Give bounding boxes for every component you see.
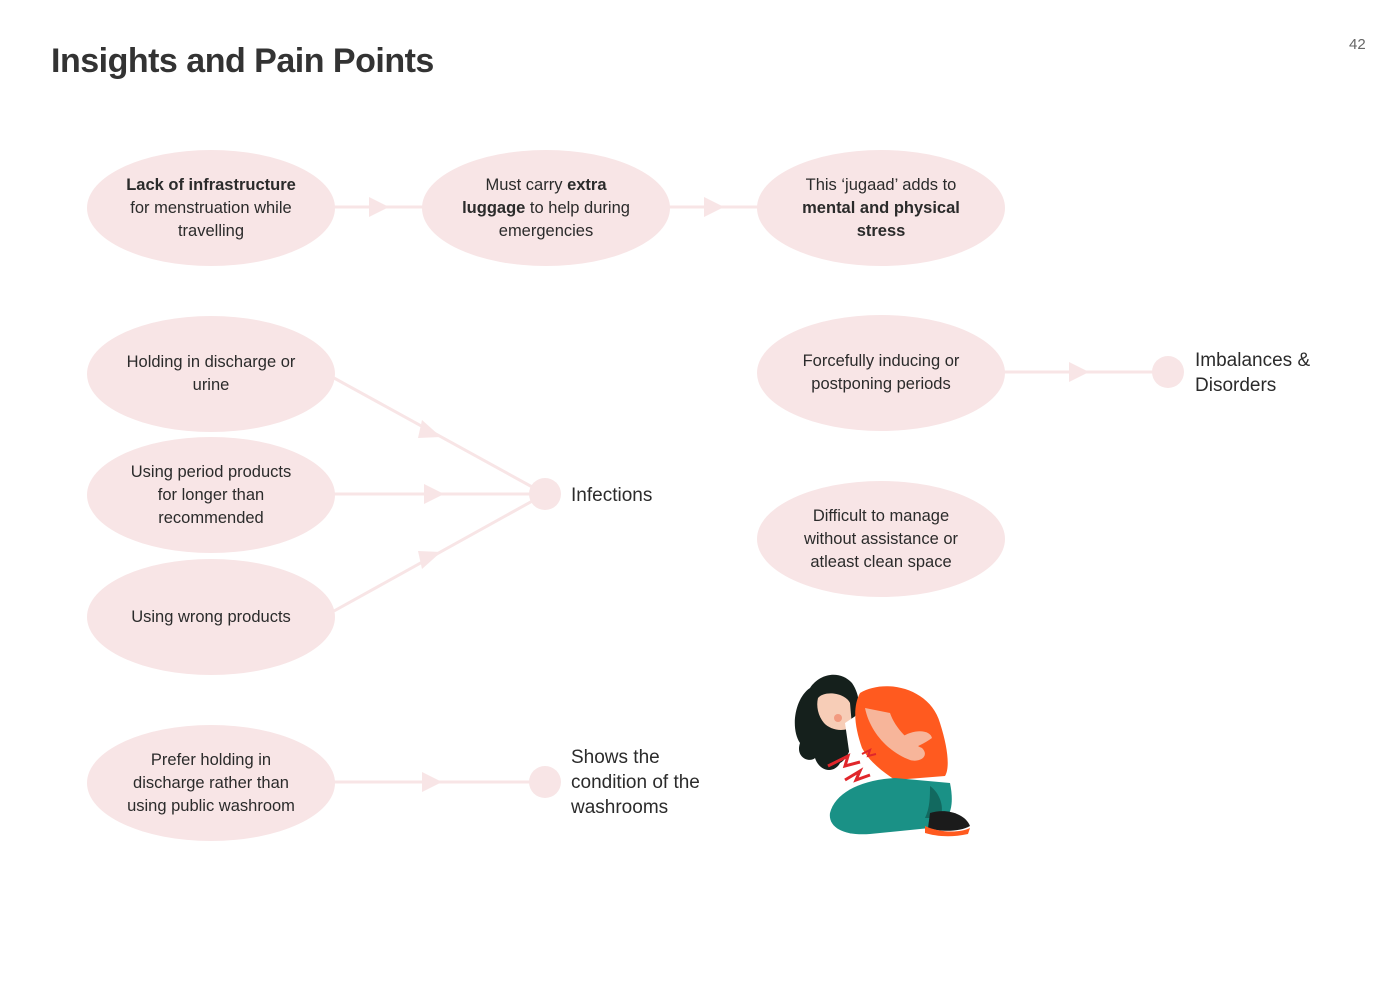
node-text-lead: Must carry: [485, 175, 568, 194]
node-text-rest: to help during emergencies: [498, 198, 630, 240]
node-prefer-holding: Prefer holding in discharge rather than …: [87, 725, 335, 841]
node-text: Must carry extra luggage to help during …: [456, 174, 636, 243]
node-holding-discharge: Holding in discharge or urine: [87, 316, 335, 432]
outcome-imbalances: Imbalances & Disorders: [1195, 350, 1311, 396]
node-text-rest: for menstruation while travelling: [130, 198, 292, 240]
sock-shape: [925, 826, 970, 837]
outcome-dot-washrooms: [529, 766, 561, 798]
outcome-infections: Infections: [571, 485, 653, 506]
face-shape: [817, 693, 852, 730]
cheek-shape: [834, 714, 842, 722]
node-wrong-products: Using wrong products: [87, 559, 335, 675]
page-title: Insights and Pain Points: [51, 42, 434, 80]
arrowhead-icon: [422, 772, 442, 792]
node-difficult-to-manage: Difficult to manage without assistance o…: [757, 481, 1005, 597]
node-text: Using wrong products: [131, 607, 291, 626]
woman-kneeling-with-cramps-icon: [794, 674, 970, 837]
node-text: Forcefully inducing or postponing period…: [802, 352, 960, 393]
node-lack-of-infrastructure: Lack of infrastructure for menstruation …: [87, 150, 335, 266]
node-text: Difficult to manage without assistance o…: [803, 506, 959, 571]
pants-shade: [925, 786, 942, 818]
pain-mark-icon: [861, 748, 877, 758]
arrowhead-icon: [418, 551, 441, 569]
outcome-dot-infections: [529, 478, 561, 510]
node-forcefully-inducing: Forcefully inducing or postponing period…: [757, 315, 1005, 431]
page-number: 42: [1349, 36, 1366, 53]
node-text-bold: mental and physical stress: [802, 198, 960, 240]
node-text-bold: Lack of infrastructure: [126, 175, 296, 194]
pants-shape: [829, 778, 952, 835]
node-jugaad-stress: This ‘jugaad’ adds to mental and physica…: [757, 150, 1005, 266]
arrowhead-icon: [704, 197, 724, 217]
arrowhead-icon: [424, 484, 444, 504]
node-extra-luggage: Must carry extra luggage to help during …: [422, 150, 670, 266]
node-text-lead: This ‘jugaad’ adds to: [805, 175, 957, 194]
pain-mark-icon: [844, 767, 871, 783]
outcome-dot-imbalances: [1152, 356, 1184, 388]
node-text: Lack of infrastructure for menstruation …: [121, 174, 301, 243]
pain-mark-icon: [827, 753, 861, 769]
node-text: This ‘jugaad’ adds to mental and physica…: [801, 174, 961, 243]
arrowhead-icon: [1069, 362, 1089, 382]
node-text: Using period products for longer than re…: [130, 462, 292, 527]
arrowhead-icon: [369, 197, 389, 217]
node-products-too-long: Using period products for longer than re…: [87, 437, 335, 553]
node-text: Prefer holding in discharge rather than …: [127, 750, 295, 815]
arrowhead-icon: [418, 420, 441, 438]
node-text-bold: extra luggage: [462, 175, 607, 217]
outcome-washrooms: Shows the condition of the washrooms: [571, 747, 700, 818]
shoe-shape: [928, 811, 970, 831]
hand-shape: [900, 731, 932, 750]
node-text: Holding in discharge or urine: [126, 353, 296, 394]
